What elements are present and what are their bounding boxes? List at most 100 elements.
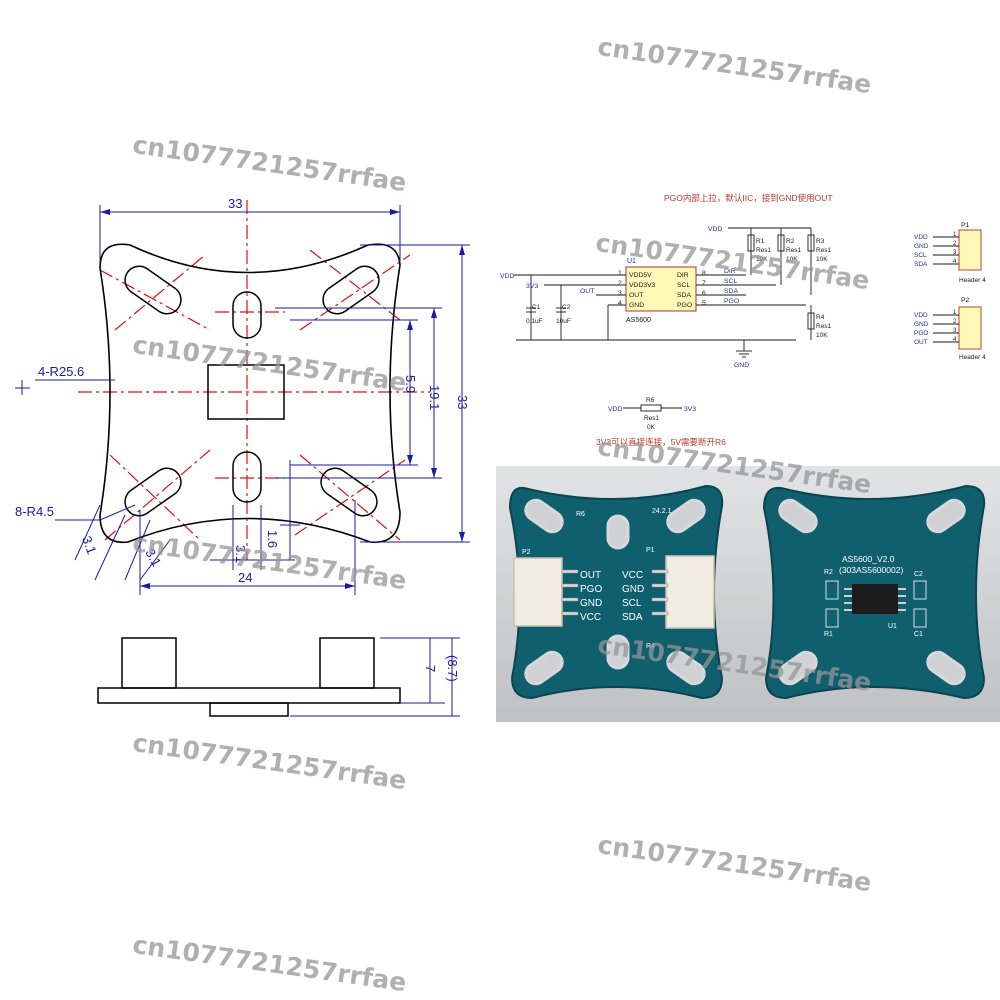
r3-ref: R3 xyxy=(816,238,825,245)
silk-pin-out: OUT xyxy=(580,570,601,581)
resistor-bodies xyxy=(640,234,815,412)
silk-p1: P1 xyxy=(646,547,655,554)
silk-pin-vcc: VCC xyxy=(580,612,601,623)
silk-pin-gnd-r: GND xyxy=(622,584,644,595)
net-pgo-label: PGO xyxy=(724,298,739,305)
side-view: 7 (8.7) xyxy=(97,637,460,717)
p1-pin-2: GND xyxy=(914,243,929,250)
net-vdd-left: VDD xyxy=(500,273,514,280)
ic-chip xyxy=(852,584,898,614)
net-vdd-top: VDD xyxy=(708,226,722,233)
u1-ref: U1 xyxy=(627,258,636,265)
p2-num-3: 3 xyxy=(953,328,957,334)
side-standoff-right xyxy=(319,637,375,689)
p2-ref: P2 xyxy=(961,297,970,304)
u1-pin-scl: SCL xyxy=(677,282,690,289)
slot-top-left xyxy=(124,265,182,315)
p2-pin-1: VDD xyxy=(914,312,928,319)
u1-pin-out: OUT xyxy=(629,292,643,299)
u1-pin-gnd: GND xyxy=(629,302,644,309)
u1-pin-pgo: PGO xyxy=(677,302,692,309)
u1-num-2: 2 xyxy=(618,280,622,287)
dim-slot-width-a: 3.1 xyxy=(79,534,99,556)
p2-num-4: 4 xyxy=(953,337,957,343)
pcb-photo-canvas: OUT PGO GND VCC VCC GND SCL SDA 24.2.1 P… xyxy=(496,466,1000,722)
silk-r4: R4 xyxy=(646,643,655,650)
silk-pin-gnd: GND xyxy=(580,598,602,609)
u1-pin-vdd3v3: VDD3V3 xyxy=(629,282,656,289)
r2-ref: R2 xyxy=(786,238,795,245)
p2-pin-2: GND xyxy=(914,321,929,328)
silk-version: 24.2.1 xyxy=(652,508,672,515)
p1-pin-4: SDA xyxy=(914,261,928,268)
silk-pin-scl: SCL xyxy=(622,598,642,609)
watermark: cn1077721257rrfae xyxy=(595,830,874,898)
u1-num-3: 3 xyxy=(618,290,622,297)
net-3v3-r6: 3V3 xyxy=(684,406,696,413)
c2-val: 10uF xyxy=(556,318,571,325)
silk-c1: C1 xyxy=(914,631,923,638)
silk-r6: R6 xyxy=(576,511,585,518)
header-p1: P1 VDD GND SCL SDA 1 2 3 4 Header 4 xyxy=(914,222,986,284)
c1-val: 0.1uF xyxy=(526,318,543,325)
silk-r2: R2 xyxy=(824,569,833,576)
connector-left xyxy=(513,557,563,627)
u1-pin-sda: SDA xyxy=(677,292,691,299)
c1-ref: C1 xyxy=(532,304,541,311)
u1-num-4: 4 xyxy=(618,300,622,307)
r3-type: Res1 xyxy=(816,247,832,254)
mechanical-drawing: 33 33 19.1 5.9 4-R25.6 8-R4.5 3.1 3.1 3.… xyxy=(0,0,480,760)
r1-ref: R1 xyxy=(756,238,765,245)
net-scl-label: SCL xyxy=(724,278,737,285)
slot-center-top xyxy=(232,291,262,339)
side-board xyxy=(97,687,401,704)
net-out-left: OUT xyxy=(580,288,594,295)
connector-right xyxy=(665,555,715,629)
silk-board-title: AS5600_V2.0 xyxy=(842,554,895,564)
silk-p2: P2 xyxy=(522,549,531,556)
schematic-canvas: PGO内部上拉，默认IIC，接到GND使用OUT U1 VDD5V VDD3V3… xyxy=(500,193,986,447)
schematic-wires xyxy=(514,227,812,409)
slot-center-bottom xyxy=(232,451,262,503)
silk-pin-pgo: PGO xyxy=(580,584,602,595)
silk-pin-sda: SDA xyxy=(622,612,643,623)
p1-num-4: 4 xyxy=(953,259,957,265)
centerlines xyxy=(78,200,430,560)
dim-bottom-span: 24 xyxy=(238,570,252,585)
p2-pin-4: OUT xyxy=(914,339,928,346)
pcb-photo: OUT PGO GND VCC VCC GND SCL SDA 24.2.1 P… xyxy=(496,466,1000,722)
r4-type: Res1 xyxy=(816,323,832,330)
board-outline xyxy=(99,243,401,544)
callout-slot-radius: 8-R4.5 xyxy=(15,504,54,519)
u1-pin-vdd5v: VDD5V xyxy=(629,272,652,279)
p1-num-3: 3 xyxy=(953,250,957,256)
r6-type: Res1 xyxy=(644,415,660,422)
dim-inner-short: 5.9 xyxy=(403,375,418,393)
dim-slot-width-c: 3.1 xyxy=(233,545,248,563)
dimension-lines xyxy=(15,205,470,595)
pcb-board-back: AS5600_V2.0 (303AS5600002) R2 C2 R1 U1 C… xyxy=(762,484,986,700)
schematic-note-top: PGO内部上拉，默认IIC，接到GND使用OUT xyxy=(664,193,833,203)
p1-pin-3: SCL xyxy=(914,252,927,259)
watermark: cn1077721257rrfae xyxy=(595,32,874,100)
net-3v3-left: 3V3 xyxy=(526,283,538,290)
u1-name: AS5600 xyxy=(626,317,651,324)
schematic: PGO内部上拉，默认IIC，接到GND使用OUT U1 VDD5V VDD3V3… xyxy=(496,183,1000,460)
u1-pin-dir: DIR xyxy=(677,272,689,279)
r4-ref: R4 xyxy=(816,314,825,321)
silk-pin-vcc-r: VCC xyxy=(622,570,643,581)
r1-val: 10K xyxy=(756,256,768,263)
p1-num-2: 2 xyxy=(953,241,957,247)
net-dir-label: DIR xyxy=(724,268,736,275)
slot-bottom-right xyxy=(320,467,378,517)
dim-height-right: 33 xyxy=(455,395,470,409)
r2-type: Res1 xyxy=(786,247,802,254)
u1-num-5: 5 xyxy=(702,300,706,307)
u1-num-7: 7 xyxy=(702,280,706,287)
pcb-board-front: OUT PGO GND VCC VCC GND SCL SDA 24.2.1 P… xyxy=(508,484,724,700)
side-sensor xyxy=(209,702,289,717)
u1-num-1: 1 xyxy=(618,270,622,277)
r6-val: 0K xyxy=(647,424,656,431)
c2-ref: C2 xyxy=(562,304,571,311)
r2-val: 10K xyxy=(786,256,798,263)
